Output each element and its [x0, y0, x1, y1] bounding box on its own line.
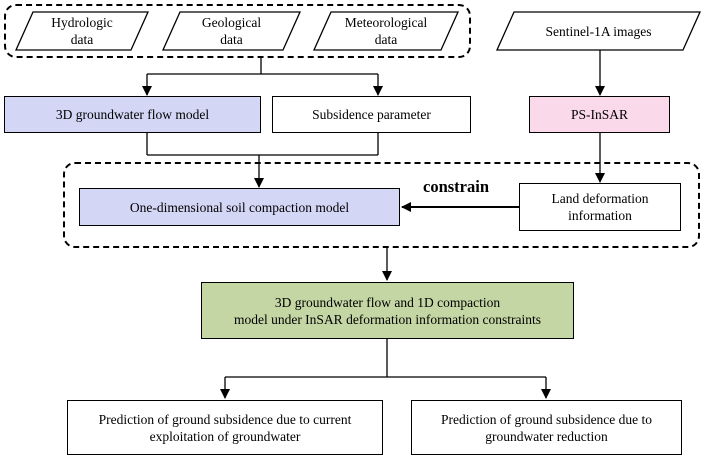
- sentinel-images-shape: [495, 11, 702, 51]
- soil-compaction-model-box: One-dimensional soil compaction model: [79, 188, 400, 226]
- prediction-current-exploitation-box: Prediction of ground subsidence due to c…: [67, 400, 383, 455]
- geological-data-label: Geological data: [201, 15, 262, 47]
- groundwater-flow-model-box: 3D groundwater flow model: [4, 96, 261, 133]
- geological-data-shape: [161, 11, 302, 51]
- subsidence-parameter-box: Subsidence parameter: [272, 96, 471, 133]
- constrain-label: constrain: [423, 177, 489, 196]
- meteorological-data-shape: [312, 11, 460, 51]
- combined-model-box: 3D groundwater flow and 1D compaction mo…: [201, 282, 574, 339]
- sentinel-images-label: Sentinel-1A images: [545, 23, 652, 39]
- prediction-groundwater-reduction-box: Prediction of ground subsidence due to g…: [411, 400, 682, 455]
- ps-insar-box: PS-InSAR: [529, 96, 670, 133]
- constraint-group: [63, 162, 700, 248]
- hydrologic-data-label: Hydrologic data: [51, 15, 113, 47]
- input-data-group: [4, 4, 471, 58]
- meteorological-data-label: Meteorological data: [344, 15, 428, 47]
- land-deformation-box: Land deformation information: [519, 183, 681, 231]
- hydrologic-data-shape: [14, 11, 150, 51]
